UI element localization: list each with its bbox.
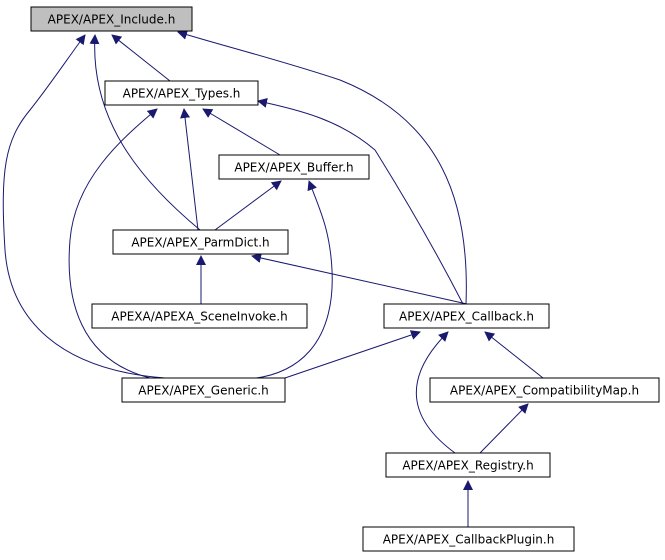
- node-sceneinvoke[interactable]: APEXA/APEXA_SceneInvoke.h: [91, 303, 308, 329]
- edge-registry-to-compatmap: [479, 403, 529, 454]
- node-box[interactable]: [112, 229, 289, 255]
- edge-generic-to-callback: [284, 330, 421, 379]
- node-callbackplugin[interactable]: APEX/APEX_CallbackPlugin.h: [362, 526, 575, 552]
- edge-parmdict-to-buffer: [214, 180, 282, 231]
- node-label: APEXA/APEXA_SceneInvoke.h: [111, 310, 287, 324]
- node-box[interactable]: [121, 377, 286, 403]
- node-box[interactable]: [429, 377, 660, 403]
- node-label: APEX/APEX_Include.h: [48, 13, 176, 27]
- node-label: APEX/APEX_CallbackPlugin.h: [383, 533, 555, 547]
- edge-parmdict-to-types: [180, 108, 199, 231]
- node-include[interactable]: APEX/APEX_Include.h: [30, 6, 193, 32]
- edge-compatmap-to-callback: [484, 331, 544, 379]
- node-compatmap[interactable]: APEX/APEX_CompatibilityMap.h: [429, 377, 660, 403]
- node-registry[interactable]: APEX/APEX_Registry.h: [385, 452, 551, 478]
- edge-generic-to-types: [68, 108, 158, 379]
- edge-registry-to-callback: [415, 331, 456, 454]
- node-label: APEX/APEX_Callback.h: [399, 310, 534, 324]
- node-box[interactable]: [104, 80, 259, 106]
- node-label: APEX/APEX_Generic.h: [138, 384, 269, 398]
- edge-parmdict-to-include: [89, 34, 201, 231]
- edge-generic-to-include: [2, 34, 166, 379]
- node-box[interactable]: [362, 526, 575, 552]
- edge-buffer-to-types: [202, 108, 281, 156]
- node-box[interactable]: [385, 452, 551, 478]
- node-parmdict[interactable]: APEX/APEX_ParmDict.h: [112, 229, 289, 255]
- node-box[interactable]: [30, 6, 193, 32]
- node-label: APEX/APEX_CompatibilityMap.h: [450, 384, 639, 398]
- node-label: APEX/APEX_Types.h: [123, 87, 241, 101]
- node-label: APEX/APEX_Registry.h: [402, 459, 533, 473]
- node-box[interactable]: [218, 154, 370, 180]
- node-generic[interactable]: APEX/APEX_Generic.h: [121, 377, 286, 403]
- node-label: APEX/APEX_Buffer.h: [234, 161, 353, 175]
- node-callback[interactable]: APEX/APEX_Callback.h: [383, 303, 550, 329]
- nodes: APEX/APEX_Include.hAPEX/APEX_Types.hAPEX…: [30, 6, 660, 552]
- edge-generic-to-buffer: [209, 180, 333, 380]
- node-buffer[interactable]: APEX/APEX_Buffer.h: [218, 154, 370, 180]
- node-box[interactable]: [91, 303, 308, 329]
- node-label: APEX/APEX_ParmDict.h: [131, 236, 269, 250]
- node-box[interactable]: [383, 303, 550, 329]
- node-types[interactable]: APEX/APEX_Types.h: [104, 80, 259, 106]
- edge-callback-to-types: [257, 97, 464, 305]
- edges: [2, 29, 544, 527]
- edge-callback-to-include: [177, 29, 467, 305]
- edge-types-to-include: [111, 34, 171, 82]
- edge-callback-to-parmdict: [251, 253, 468, 305]
